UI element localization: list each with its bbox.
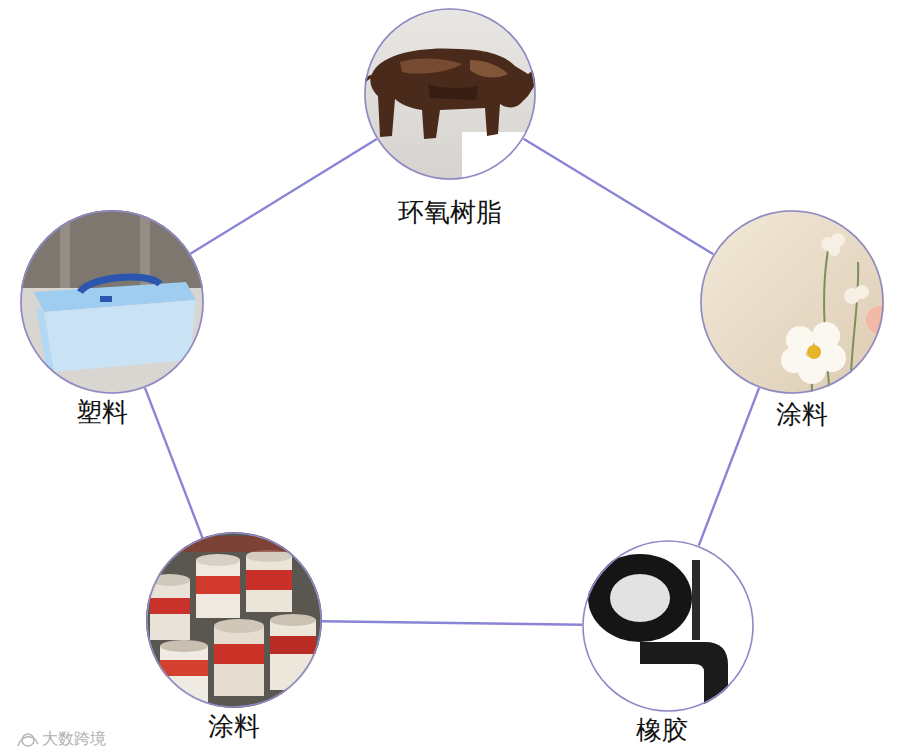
material-label: 涂料 bbox=[774, 398, 830, 430]
connector-line bbox=[322, 621, 582, 625]
watermark-logo bbox=[18, 734, 38, 746]
plastic-box-picture bbox=[18, 208, 208, 398]
circle-frame bbox=[20, 210, 204, 394]
material-label: 橡胶 bbox=[634, 714, 690, 746]
circle-outline bbox=[582, 540, 754, 712]
connector-line bbox=[190, 139, 376, 254]
circle-frame bbox=[364, 8, 536, 180]
circle-frame bbox=[700, 210, 884, 394]
circle-outline bbox=[146, 532, 322, 708]
rubber-roll-picture bbox=[580, 538, 760, 718]
material-circle: 环氧树脂 bbox=[364, 8, 536, 228]
circle-border bbox=[365, 9, 535, 179]
paint-bucket-picture bbox=[144, 530, 324, 710]
material-label: 环氧树脂 bbox=[396, 196, 504, 228]
connector-line bbox=[699, 388, 759, 546]
circle-frame bbox=[582, 540, 754, 712]
circle-border bbox=[147, 533, 321, 707]
watermark-text: 大数跨境 bbox=[42, 729, 106, 750]
circle-border bbox=[701, 211, 883, 393]
connector-line bbox=[145, 388, 203, 538]
rhino-picture bbox=[354, 4, 552, 192]
material-circle: 涂料 bbox=[700, 210, 884, 430]
circle-outline bbox=[364, 8, 536, 180]
material-label: 塑料 bbox=[74, 396, 130, 428]
material-circle: 塑料 bbox=[20, 210, 204, 428]
circle-border bbox=[583, 541, 753, 711]
connector-line bbox=[523, 139, 713, 255]
circle-outline bbox=[700, 210, 884, 394]
material-circle: 橡胶 bbox=[582, 540, 754, 746]
circle-border bbox=[21, 211, 203, 393]
circle-outline bbox=[20, 210, 204, 394]
coated-wall-picture bbox=[698, 208, 894, 400]
material-circle: 涂料 bbox=[146, 532, 322, 742]
circle-frame bbox=[146, 532, 322, 708]
material-label: 涂料 bbox=[206, 710, 262, 742]
